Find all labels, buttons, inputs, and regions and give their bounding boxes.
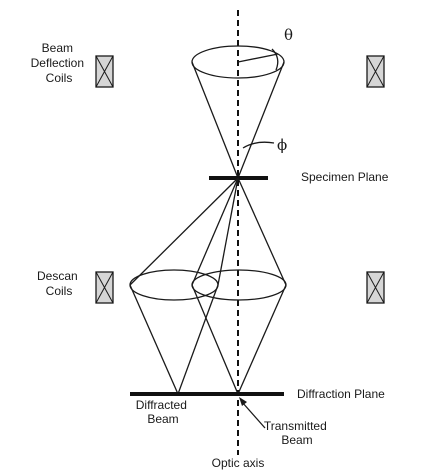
incident-cone [191, 45, 285, 179]
specimen-plane-label: Specimen Plane [301, 170, 389, 184]
phi-arc [242, 141, 275, 149]
theta-ray [237, 53, 279, 63]
theta-arc [271, 48, 279, 71]
descan-coil-right [366, 271, 385, 304]
phi-symbol: ϕ [277, 136, 287, 154]
incident-cone-right-edge [237, 61, 285, 179]
diffracted-beam-label: Diffracted Beam [136, 398, 190, 426]
descan-coils-label: Descan Coils [37, 269, 81, 298]
diffraction-plane-label: Diffraction Plane [297, 387, 385, 401]
beam-deflection-label: Beam Deflection Coils [31, 41, 88, 85]
transmitted-cone-right [237, 284, 287, 395]
diffracted-cone-left [129, 284, 179, 395]
transmitted-cone-left [191, 284, 239, 395]
ray-inner-right [217, 177, 239, 286]
beam-deflection-coil-right [366, 55, 385, 88]
ray-outer-right [237, 177, 287, 286]
transmitted-beam-label: Transmitted Beam [264, 419, 330, 447]
beam-deflection-coil-left [95, 55, 114, 88]
ray-outer-left [129, 177, 239, 286]
descan-coil-left [95, 271, 114, 304]
diffracted-rays [129, 177, 287, 395]
transmitted-beam-arrow [239, 397, 266, 429]
ray-inner-left [191, 177, 239, 286]
incident-cone-left-edge [191, 61, 239, 179]
optic-axis-label: Optic axis [212, 456, 265, 470]
theta-symbol: θ [284, 26, 293, 44]
diffracted-cone-right [177, 284, 219, 395]
